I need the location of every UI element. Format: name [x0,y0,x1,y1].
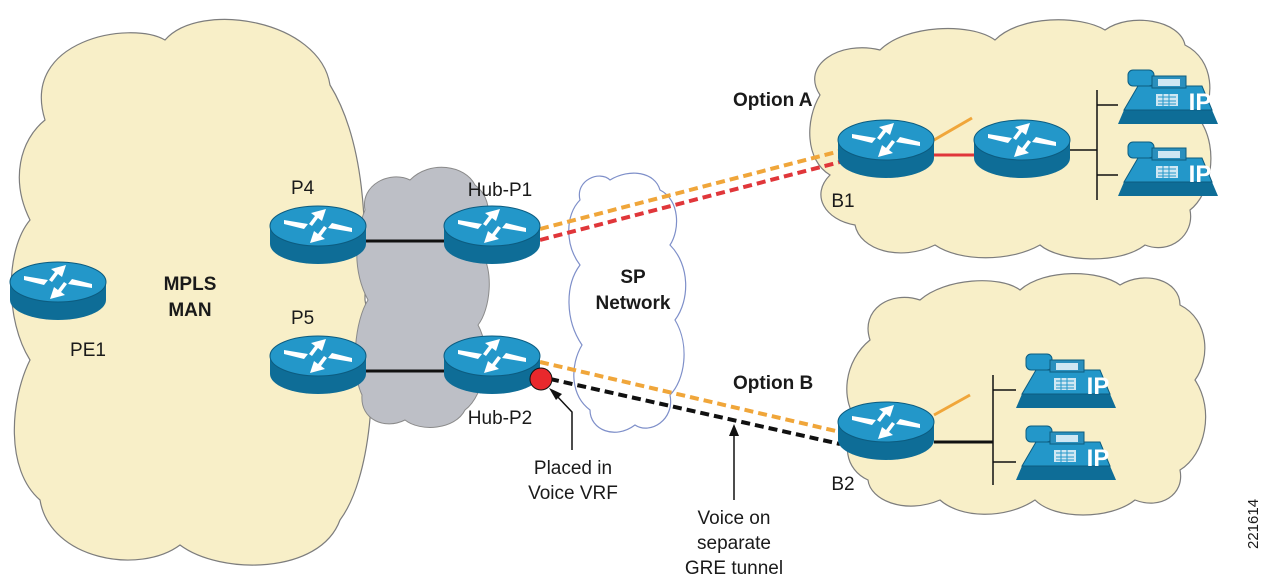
ip-label: IP [1189,161,1212,188]
arrow-voice-gre [729,424,739,500]
label-network: Network [596,293,671,314]
option-a-data-tunnel [539,149,841,231]
router-hub-p1 [443,205,541,265]
option-a-voice-tunnel [539,160,841,242]
label-b2: B2 [831,474,854,495]
mpls-man-cloud [10,18,373,566]
b2-uplink [933,393,971,417]
label-p4: P4 [291,178,315,199]
router-p4 [269,205,367,265]
option-b-data-tunnel [539,360,841,434]
router-b1-voice [973,119,1071,179]
router-hub-p2 [443,335,541,395]
b1-uplink [933,116,973,142]
label-voice-vrf: Voice VRF [528,483,618,504]
ip-label: IP [1189,89,1212,116]
label-voice-on: Voice on [698,508,771,529]
router-b2 [837,401,935,461]
option-b-voice-gre-tunnel [549,377,841,446]
label-sp: SP [620,267,646,288]
ip-label: IP [1087,445,1110,472]
voice-vrf-dot [529,367,553,391]
label-b1: B1 [831,191,854,212]
ip-phone-b2: IP [1015,425,1117,481]
label-placed-in: Placed in [534,458,612,479]
figure-id: 221614 [1245,499,1262,549]
router-b1 [837,119,935,179]
sp-network-cloud [568,172,687,433]
arrow-placed-in-vrf [549,388,573,450]
label-gre-tunnel: GRE tunnel [685,558,783,579]
label-p5: P5 [291,308,314,329]
label-mpls: MPLS [164,274,217,295]
ip-phone-a1: IP [1117,69,1219,125]
ip-phone-a2: IP [1117,141,1219,197]
label-option-b: Option B [733,373,813,394]
router-pe1 [9,261,107,321]
ip-label: IP [1087,373,1110,400]
label-separate: separate [697,533,771,554]
label-hub-p1: Hub-P1 [468,180,532,201]
label-pe1: PE1 [70,340,106,361]
label-man: MAN [168,300,211,321]
label-option-a: Option A [733,90,813,111]
label-hub-p2: Hub-P2 [468,408,532,429]
router-p5 [269,335,367,395]
ip-phone-b1: IP [1015,353,1117,409]
